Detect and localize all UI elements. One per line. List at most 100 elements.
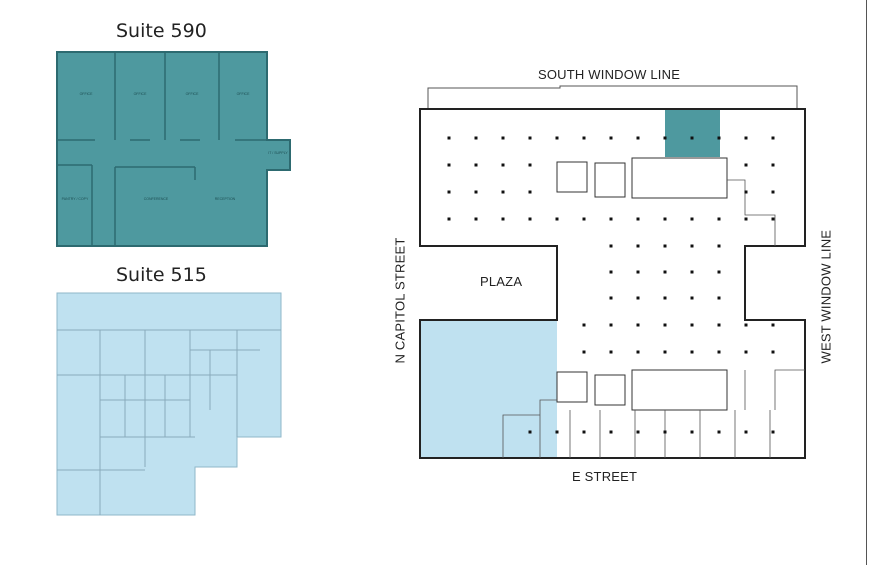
- column: [636, 350, 640, 354]
- column: [771, 217, 775, 221]
- column: [771, 323, 775, 327]
- column: [663, 270, 667, 274]
- column: [663, 430, 667, 434]
- column: [555, 430, 559, 434]
- column: [690, 296, 694, 300]
- column: [528, 163, 532, 167]
- suite-590-plan: [56, 51, 291, 247]
- column: [609, 136, 613, 140]
- column: [663, 244, 667, 248]
- column: [609, 323, 613, 327]
- east-label: WEST WINDOW LINE: [818, 229, 834, 364]
- suite-515-title: Suite 515: [116, 264, 207, 286]
- column: [663, 217, 667, 221]
- column: [771, 430, 775, 434]
- column: [690, 270, 694, 274]
- column: [663, 350, 667, 354]
- room-label: CONFERENCE: [144, 197, 169, 201]
- column: [744, 323, 748, 327]
- column: [582, 323, 586, 327]
- room-label: IT / SUPPLY: [268, 151, 288, 155]
- column: [771, 136, 775, 140]
- column: [717, 244, 721, 248]
- column: [663, 136, 667, 140]
- column: [636, 244, 640, 248]
- north-label: SOUTH WINDOW LINE: [538, 67, 681, 82]
- column: [663, 323, 667, 327]
- column: [447, 136, 451, 140]
- column: [501, 163, 505, 167]
- room-label: OFFICE: [186, 92, 199, 96]
- column: [663, 296, 667, 300]
- column: [474, 136, 478, 140]
- column: [690, 430, 694, 434]
- column: [447, 190, 451, 194]
- room-label: OFFICE: [237, 92, 250, 96]
- column: [636, 430, 640, 434]
- column: [582, 350, 586, 354]
- column: [717, 136, 721, 140]
- column: [609, 244, 613, 248]
- column: [582, 136, 586, 140]
- column: [717, 270, 721, 274]
- room-label: RECEPTION: [215, 197, 236, 201]
- suite-515-location: [420, 320, 557, 458]
- column: [555, 217, 559, 221]
- column: [636, 217, 640, 221]
- column: [474, 217, 478, 221]
- plaza-label: PLAZA: [480, 274, 523, 289]
- column: [555, 136, 559, 140]
- room-label: OFFICE: [134, 92, 147, 96]
- suite-590-location: [665, 109, 720, 157]
- column: [609, 350, 613, 354]
- column: [609, 217, 613, 221]
- column: [528, 430, 532, 434]
- suite-515-plan: [56, 292, 282, 516]
- column: [636, 296, 640, 300]
- room-label: OFFICE: [80, 92, 93, 96]
- column: [717, 430, 721, 434]
- column: [501, 217, 505, 221]
- column: [690, 136, 694, 140]
- column: [501, 136, 505, 140]
- building-plan: [419, 85, 806, 459]
- column: [717, 296, 721, 300]
- column: [609, 430, 613, 434]
- column: [474, 190, 478, 194]
- column: [528, 136, 532, 140]
- page-border: [866, 0, 867, 565]
- column: [744, 217, 748, 221]
- column: [744, 350, 748, 354]
- column: [744, 163, 748, 167]
- column: [744, 136, 748, 140]
- column: [636, 270, 640, 274]
- column: [609, 296, 613, 300]
- column: [528, 217, 532, 221]
- column: [528, 190, 532, 194]
- column: [690, 244, 694, 248]
- column: [690, 323, 694, 327]
- column: [636, 136, 640, 140]
- column: [690, 350, 694, 354]
- column: [771, 190, 775, 194]
- column: [771, 163, 775, 167]
- column: [636, 323, 640, 327]
- column: [744, 430, 748, 434]
- column: [582, 430, 586, 434]
- south-label: E STREET: [572, 469, 638, 484]
- west-label: N CAPITOL STREET: [392, 237, 408, 364]
- column: [690, 217, 694, 221]
- column: [501, 190, 505, 194]
- suite-590-title: Suite 590: [116, 20, 207, 42]
- column: [717, 323, 721, 327]
- column: [717, 350, 721, 354]
- column: [447, 163, 451, 167]
- column: [771, 350, 775, 354]
- column: [717, 217, 721, 221]
- room-label: PANTRY / COPY: [62, 197, 89, 201]
- column: [744, 190, 748, 194]
- column: [609, 270, 613, 274]
- column: [582, 217, 586, 221]
- column: [474, 163, 478, 167]
